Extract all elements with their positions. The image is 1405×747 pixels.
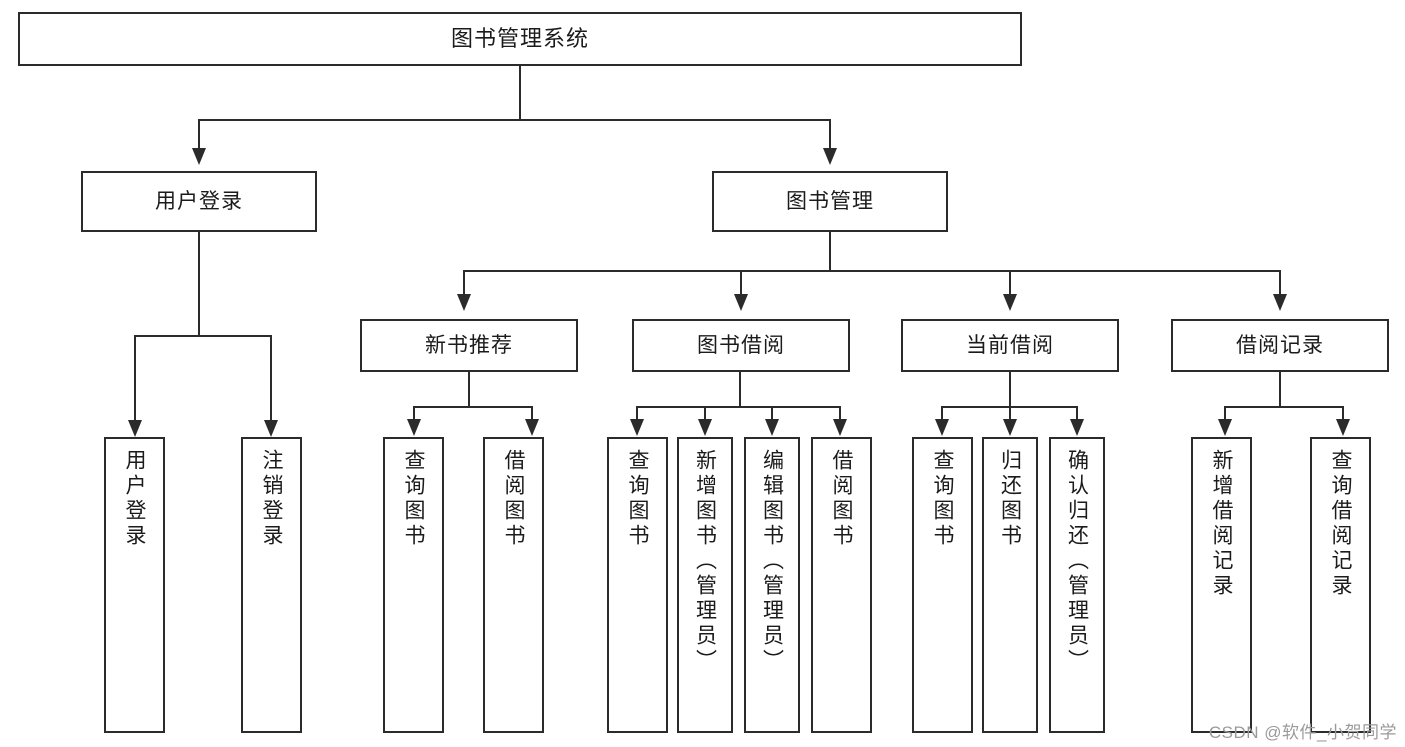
connector-book-management-stem (829, 232, 831, 271)
leaf-label: 借阅图书 (502, 449, 525, 549)
arrow-to-borrow-record (1273, 294, 1287, 311)
leaf-label: 用户登录 (123, 449, 146, 549)
node-current-borrow[interactable]: 当前借阅 (901, 319, 1119, 372)
arrow-to-leaf-add-record (1218, 419, 1232, 436)
connector-user-login-stem (198, 232, 200, 336)
connector-level3-drop-4 (1279, 270, 1281, 295)
leaf-label: 借阅图书 (830, 449, 853, 549)
connector-borrow-record-drop-1 (1224, 406, 1226, 420)
leaf-add-book-admin[interactable]: 新增图书（管理员） (677, 437, 733, 733)
connector-user-login-drop-1 (134, 335, 136, 421)
connector-book-borrow-drop-3 (771, 406, 773, 420)
connector-new-book-stem (468, 372, 470, 407)
arrow-to-leaf-edit-book (765, 419, 779, 436)
arrow-to-leaf-query-book-2 (630, 419, 644, 436)
arrow-to-new-book-recommend (457, 294, 471, 311)
node-book-management[interactable]: 图书管理 (712, 171, 948, 232)
connector-book-borrow-drop-1 (636, 406, 638, 420)
arrow-to-leaf-logout (264, 420, 278, 437)
connector-root-stem (519, 66, 521, 120)
leaf-label: 确认归还（管理员） (1065, 449, 1089, 674)
connector-book-borrow-drop-2 (704, 406, 706, 420)
connector-root-bus (198, 119, 830, 121)
leaf-confirm-return-admin[interactable]: 确认归还（管理员） (1049, 437, 1105, 733)
node-label: 新书推荐 (425, 333, 513, 357)
node-label: 图书管理 (786, 189, 874, 213)
leaf-borrow-book-recommend[interactable]: 借阅图书 (483, 437, 544, 733)
connector-new-book-drop-2 (531, 406, 533, 420)
arrow-to-user-login (192, 148, 206, 165)
leaf-label: 查询图书 (402, 449, 425, 549)
connector-user-login-drop-2 (270, 335, 272, 421)
node-label: 当前借阅 (966, 333, 1054, 357)
node-root-book-management-system[interactable]: 图书管理系统 (18, 12, 1022, 66)
connector-root-drop-1 (198, 119, 200, 149)
connector-level3-bus (463, 270, 1280, 272)
arrow-to-leaf-borrow-book-2 (833, 419, 847, 436)
connector-current-borrow-drop-3 (1076, 406, 1078, 420)
leaf-label: 查询图书 (626, 449, 649, 549)
arrow-to-leaf-return-book (1003, 419, 1017, 436)
leaf-query-book-current[interactable]: 查询图书 (912, 437, 973, 733)
leaf-borrow-book[interactable]: 借阅图书 (811, 437, 872, 733)
connector-user-login-bus (134, 335, 272, 337)
connector-level3-drop-1 (463, 270, 465, 295)
node-label: 图书借阅 (697, 333, 785, 357)
leaf-label: 归还图书 (998, 449, 1022, 549)
node-label: 借阅记录 (1236, 333, 1324, 357)
node-label: 用户登录 (155, 189, 243, 213)
leaf-logout[interactable]: 注销登录 (241, 437, 302, 733)
leaf-label: 新增图书（管理员） (693, 449, 717, 674)
arrow-to-leaf-borrow-book-1 (525, 419, 539, 436)
node-label: 图书管理系统 (450, 25, 589, 51)
node-new-book-recommend[interactable]: 新书推荐 (360, 319, 578, 372)
leaf-label: 查询图书 (931, 449, 954, 549)
connector-book-borrow-drop-4 (839, 406, 841, 420)
arrow-to-leaf-add-book (698, 419, 712, 436)
connector-current-borrow-drop-2 (1009, 406, 1011, 420)
node-user-login[interactable]: 用户登录 (81, 171, 317, 232)
leaf-add-borrow-record[interactable]: 新增借阅记录 (1191, 437, 1252, 733)
connector-book-borrow-stem (739, 372, 741, 407)
connector-level3-drop-2 (740, 270, 742, 295)
connector-borrow-record-stem (1279, 372, 1281, 407)
arrow-to-leaf-user-login (128, 420, 142, 437)
leaf-label: 查询借阅记录 (1329, 449, 1352, 599)
connector-new-book-bus (413, 406, 533, 408)
arrow-to-current-borrow (1003, 294, 1017, 311)
connector-current-borrow-stem (1009, 372, 1011, 407)
node-borrow-record[interactable]: 借阅记录 (1171, 319, 1389, 372)
leaf-query-book-recommend[interactable]: 查询图书 (383, 437, 444, 733)
connector-current-borrow-drop-1 (941, 406, 943, 420)
leaf-label: 新增借阅记录 (1210, 449, 1233, 599)
node-book-borrow[interactable]: 图书借阅 (632, 319, 850, 372)
arrow-to-leaf-query-record (1336, 419, 1350, 436)
leaf-query-borrow-record[interactable]: 查询借阅记录 (1310, 437, 1371, 733)
leaf-user-login[interactable]: 用户登录 (104, 437, 165, 733)
leaf-query-book-borrow[interactable]: 查询图书 (607, 437, 668, 733)
leaf-label: 编辑图书（管理员） (760, 449, 784, 674)
connector-root-drop-2 (829, 119, 831, 149)
arrow-to-leaf-query-book-3 (935, 419, 949, 436)
connector-book-borrow-bus (636, 406, 841, 408)
leaf-edit-book-admin[interactable]: 编辑图书（管理员） (744, 437, 800, 733)
arrow-to-leaf-query-book-1 (407, 419, 421, 436)
connector-borrow-record-bus (1224, 406, 1344, 408)
leaf-label: 注销登录 (260, 449, 283, 549)
connector-new-book-drop-1 (413, 406, 415, 420)
arrow-to-leaf-confirm-return (1070, 419, 1084, 436)
connector-borrow-record-drop-2 (1342, 406, 1344, 420)
connector-level3-drop-3 (1009, 270, 1011, 295)
arrow-to-book-management (823, 148, 837, 165)
arrow-to-book-borrow (734, 294, 748, 311)
leaf-return-book[interactable]: 归还图书 (982, 437, 1038, 733)
